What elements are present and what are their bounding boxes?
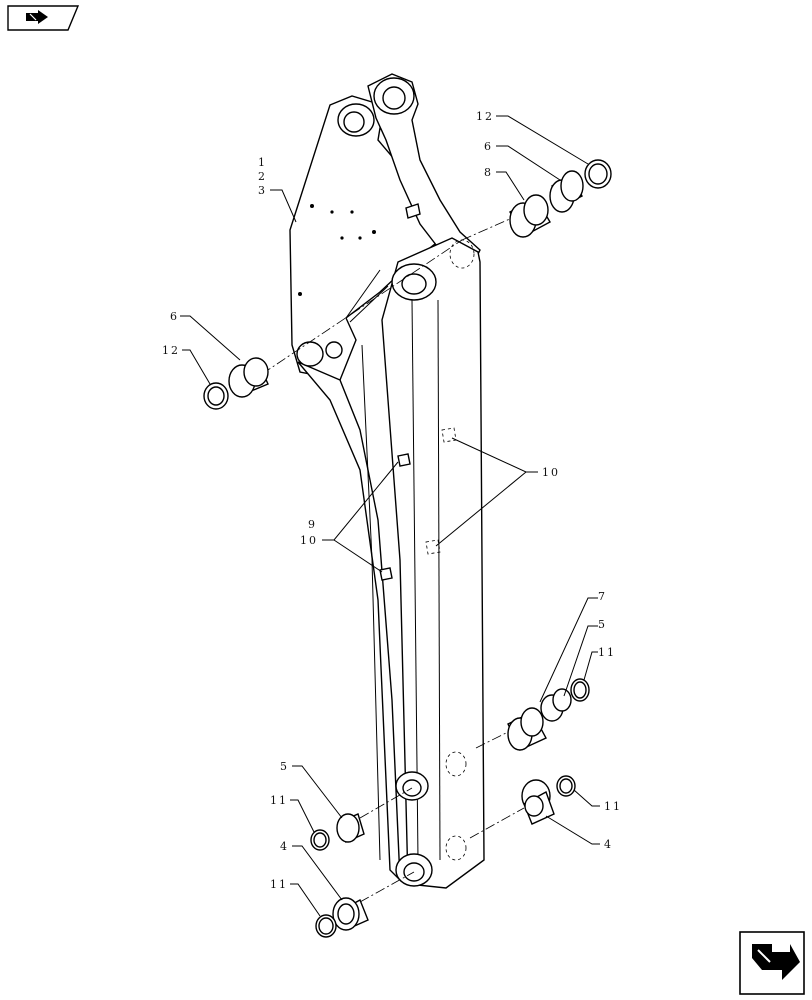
callout-11-left-upper: 11: [270, 794, 288, 807]
callout-11-left-lower: 11: [270, 878, 288, 891]
callout-7: 7: [598, 590, 607, 603]
callout-11-right-lower: 11: [604, 800, 622, 813]
callout-9: 9: [308, 518, 317, 531]
spacer-8: [509, 194, 551, 238]
bushing-5-right: [540, 688, 572, 722]
callout-10-right: 10: [542, 466, 560, 479]
snap-ring-11-right-upper: [570, 678, 590, 702]
snap-ring-11-left-upper: [310, 829, 330, 851]
callout-5-left: 5: [280, 760, 289, 773]
bushing-6-left: [228, 357, 269, 398]
bushing-6-upper: [549, 170, 584, 213]
callout-10-left: 10: [300, 534, 318, 547]
callout-8: 8: [484, 166, 493, 179]
snap-ring-11-left-lower: [315, 914, 337, 938]
callout-11-right-upper: 11: [598, 646, 616, 659]
spacer-7: [507, 707, 547, 751]
snap-ring-11-right-lower: [556, 775, 576, 797]
snap-ring-12-left: [203, 382, 229, 410]
callout-2: 2: [258, 170, 267, 183]
callout-labels: 1 2 3 12 6 8 6 12 10 9 10 7 5 11 11 4 5 …: [162, 110, 622, 891]
callout-4-left: 4: [280, 840, 289, 853]
callout-3: 3: [258, 184, 267, 197]
loose-parts: [203, 159, 612, 938]
bushing-5-left: [336, 813, 365, 843]
callout-4-right: 4: [604, 838, 613, 851]
callout-5-right: 5: [598, 618, 607, 631]
leader-lines: [180, 115, 600, 917]
snap-ring-12-upper: [584, 159, 612, 189]
callout-12-upper: 12: [476, 110, 494, 123]
callout-12-left: 12: [162, 344, 180, 357]
arm-assembly: [289, 73, 485, 889]
flanged-bushing-4-left: [332, 897, 369, 931]
next-nav-button[interactable]: [739, 931, 805, 995]
callout-6-upper: 6: [484, 140, 493, 153]
back-nav-button[interactable]: [7, 5, 80, 31]
callout-6-left: 6: [170, 310, 179, 323]
next-arrow-icon: [752, 944, 800, 980]
back-arrow-icon: [26, 10, 48, 24]
callout-1: 1: [258, 156, 267, 169]
